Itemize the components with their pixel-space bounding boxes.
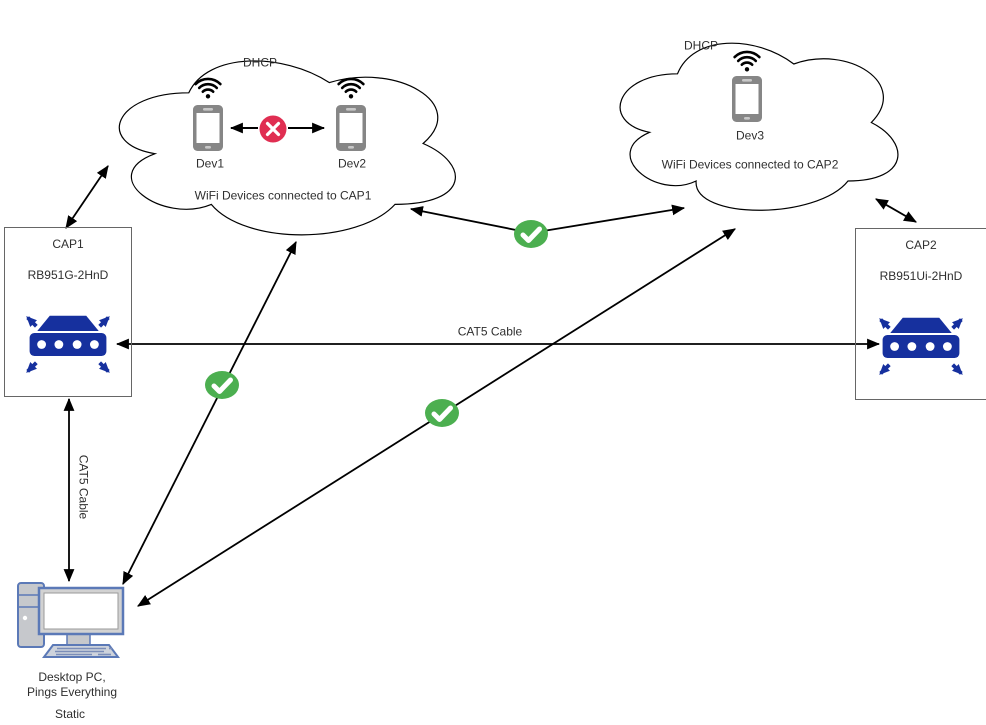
desktop-pc-caption-line1: Desktop PC,	[38, 670, 106, 684]
check-ok-icon-clouds	[514, 220, 548, 248]
cap1-model: RB951G-2HnD	[27, 268, 109, 282]
link-cap2-cloud2	[875, 198, 917, 223]
desktop-pc-node	[12, 578, 127, 660]
desktop-pc-caption: Desktop PC, Pings Everything	[27, 670, 117, 700]
cloud1-caption: WiFi Devices connected to CAP1	[194, 188, 372, 203]
cloud2-dhcp-label: DHCP	[683, 38, 719, 53]
cap2-model: RB951Ui-2HnD	[879, 269, 963, 283]
check-ok-icon-pc-cloud2	[425, 399, 459, 427]
link-cap1-cloud1	[65, 165, 109, 229]
cloud-cap2-wifi	[619, 42, 899, 211]
wireless-router-icon-cap2	[879, 317, 963, 375]
cap2-name: CAP2	[905, 238, 937, 252]
cat5-horizontal-label: CAT5 Cable	[457, 324, 523, 339]
dev3-label: Dev3	[735, 128, 765, 143]
dev1-label: Dev1	[195, 156, 225, 171]
link-pc-cloud1	[122, 241, 297, 585]
link-cloud1-cloud2-left	[409, 206, 532, 234]
dev2-label: Dev2	[337, 156, 367, 171]
desktop-pc-icon	[17, 582, 125, 658]
desktop-pc-caption-line2: Pings Everything	[26, 685, 118, 699]
desktop-pc-ip-mode-label: Static	[54, 707, 86, 721]
smartphone-icon-dev3	[732, 76, 762, 122]
cat5-vertical-label: CAT5 Cable	[76, 454, 91, 520]
link-cloud1-cloud2-right	[530, 204, 686, 234]
cap1-name: CAP1	[52, 237, 84, 251]
cloud1-dhcp-label: DHCP	[242, 55, 278, 70]
cloud-cap1-wifi	[118, 60, 456, 236]
check-ok-icon-pc-cloud1	[205, 371, 239, 399]
smartphone-icon-dev1	[193, 105, 223, 151]
cap2-node: CAP2 RB951Ui-2HnD	[855, 228, 986, 400]
cloud2-caption: WiFi Devices connected to CAP2	[661, 157, 839, 172]
cap1-node: CAP1 RB951G-2HnD	[4, 227, 132, 397]
smartphone-icon-dev2	[336, 105, 366, 151]
cross-blocked-icon	[257, 113, 289, 145]
wireless-router-icon-cap1	[26, 315, 110, 373]
